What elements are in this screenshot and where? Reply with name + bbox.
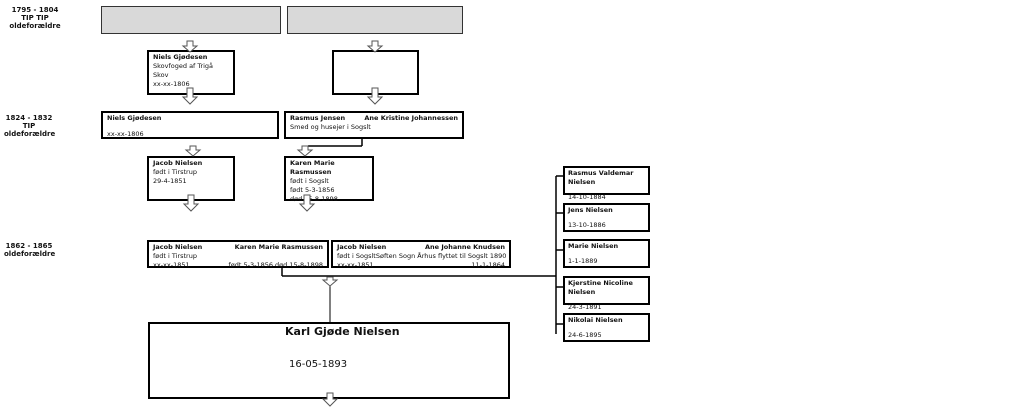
person-name: Ane Kristine Johannessen [364, 114, 458, 122]
great-great-grandparent-right-box [287, 6, 463, 34]
person-name: Karen Marie Rasmussen [290, 159, 335, 176]
person-box-niels-gjodesen-gen2[interactable]: Niels Gjødesen xx-xx-1806 [101, 111, 279, 139]
person-name: Karen Marie Rasmussen [234, 243, 323, 251]
person-date: død 15-8-1898 [290, 195, 338, 203]
generation-title: TIP TIP [21, 14, 49, 22]
person-date: xx-xx-1806 [153, 80, 190, 88]
person-box-jacob-nielsen-gen3[interactable]: Jacob Nielsen født i Tirstrup 29-4-1851 [147, 156, 235, 201]
generation-label-2: 1824 - 1832 TIP oldeforældre [4, 114, 56, 138]
person-detail: født i Tirstrup [153, 168, 197, 176]
sibling-name: Jens Nielsen [568, 206, 613, 214]
person-detail: født i Tirstrup [153, 252, 197, 260]
down-arrow-icon [296, 145, 314, 157]
sibling-box-1[interactable]: Rasmus Valdemar Nielsen 14-10-1884 [563, 166, 650, 201]
sibling-date: 1-1-1889 [568, 257, 598, 265]
sibling-date: 24-3-1891 [568, 303, 602, 311]
generation-title: TIP [22, 122, 36, 130]
person-detail: Smed og husejer i Sogslt [290, 123, 371, 131]
great-great-grandparent-left-box [101, 6, 281, 34]
person-box-niels-gjodesen-gen1[interactable]: Niels Gjødesen Skovfoged af Trigå Skov x… [147, 50, 235, 95]
couple-box-jacob-ane[interactable]: Jacob Nielsen Ane Johanne Knudsen født i… [331, 240, 511, 269]
person-name: Rasmus Jensen [290, 114, 346, 122]
person-date: xx-xx-1851 [337, 261, 374, 269]
sibling-box-5[interactable]: Nikolai Nielsen 24-6-1895 [563, 313, 650, 342]
person-detail: Skovfoged af Trigå Skov [153, 62, 214, 79]
generation-years: 1795 - 1804 [11, 6, 59, 14]
person-detail: født i Sogslt [337, 252, 376, 260]
person-box-karen-marie-rasmussen[interactable]: Karen Marie Rasmussen født i Sogslt født… [284, 156, 374, 203]
person-detail: Søften Sogn Århus flyttet til Sogslt 189… [375, 252, 507, 260]
couple-box-rasmus-ane[interactable]: Rasmus Jensen Ane Kristine Johannessen S… [284, 111, 464, 139]
empty-person-box[interactable] [332, 50, 419, 95]
generation-title: oldeforældre [4, 250, 56, 258]
main-person-name: Karl Gjøde Nielsen [285, 325, 400, 338]
person-name: Niels Gjødesen [153, 53, 208, 61]
person-name: Niels Gjødesen [107, 114, 162, 122]
sibling-name: Kjerstine Nicoline Nielsen [568, 279, 633, 296]
main-person-date: 16-05-1893 [289, 359, 348, 370]
sibling-box-3[interactable]: Marie Nielsen 1-1-1889 [563, 239, 650, 268]
person-date: xx-xx-1806 [107, 130, 144, 138]
person-name: Ane Johanne Knudsen [424, 243, 505, 251]
person-name: Jacob Nielsen [337, 243, 387, 251]
couple-box-jacob-karen[interactable]: Jacob Nielsen Karen Marie Rasmussen født… [147, 240, 329, 269]
person-date: xx-xx-1851 [153, 261, 190, 269]
generation-years: 1862 - 1865 [5, 242, 53, 250]
main-person-box[interactable]: Karl Gjøde Nielsen 16-05-1893 [148, 322, 510, 399]
down-arrow-icon [321, 276, 339, 287]
generation-label-1: 1795 - 1804 TIP TIP oldeforældre [4, 6, 66, 30]
sibling-date: 13-10-1886 [568, 221, 606, 229]
generation-years: 1824 - 1832 [5, 114, 53, 122]
person-detail: født i Sogslt [290, 177, 329, 185]
sibling-name: Nikolai Nielsen [568, 316, 623, 324]
sibling-date: 24-6-1895 [568, 331, 602, 339]
person-name: Jacob Nielsen [153, 159, 203, 167]
sibling-box-4[interactable]: Kjerstine Nicoline Nielsen 24-3-1891 [563, 276, 650, 311]
generation-subtitle: oldeforældre [9, 22, 61, 30]
down-arrow-icon [184, 145, 202, 157]
person-date: 29-4-1851 [153, 177, 187, 185]
person-date: født 5-3-1856 død 15-8-1898 [228, 261, 323, 269]
sibling-name: Marie Nielsen [568, 242, 619, 250]
sibling-box-2[interactable]: Jens Nielsen 13-10-1886 [563, 203, 650, 232]
person-name: Jacob Nielsen [153, 243, 203, 251]
sibling-name: Rasmus Valdemar Nielsen [568, 169, 634, 186]
person-date: født 5-3-1856 [290, 186, 335, 194]
generation-subtitle: oldeforældre [4, 130, 56, 138]
person-date: 11-1-1864 [471, 261, 505, 269]
sibling-date: 14-10-1884 [568, 193, 606, 201]
generation-label-3: 1862 - 1865 oldeforældre [4, 242, 56, 258]
